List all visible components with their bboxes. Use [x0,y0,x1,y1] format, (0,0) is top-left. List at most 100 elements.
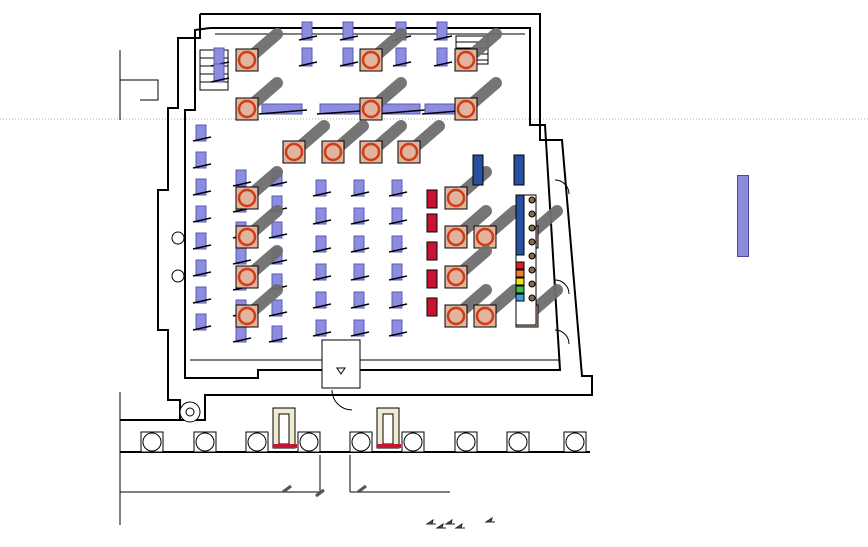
round-column-icon [403,432,423,452]
display-case-right [376,407,401,449]
rack-indicator [515,285,525,294]
desk-shadow [258,109,308,115]
red-cabinet [426,269,438,289]
round-column-icon [565,432,585,452]
rack-knob [528,266,536,274]
desk-shadow [268,181,288,187]
desk-shadow [350,191,370,197]
desk-shadow [268,233,288,239]
desk-icon [315,291,327,309]
desk-shadow [192,325,212,331]
round-column-icon [237,99,257,119]
desk-icon [315,207,327,225]
desk-shadow [192,163,212,169]
round-column-icon [361,99,381,119]
round-column-icon [446,188,466,208]
desk-icon [353,319,365,337]
desk-icon [195,205,207,223]
exit-arrows [282,484,495,529]
exit-arrow-icon [425,518,436,525]
desk-icon [391,291,403,309]
desk-shadow [350,303,370,309]
desk-shadow [312,219,332,225]
desk-icon [342,21,354,41]
rack-knob [528,196,536,204]
desk-shadow [298,35,318,41]
round-column-icon [299,432,319,452]
rack-knob [528,280,536,288]
round-column-icon [284,142,304,162]
exit-arrow-icon [357,484,367,494]
red-cabinet [426,297,438,317]
desk-shadow [392,61,412,67]
desk-shadow [339,61,359,67]
blue-cabinet [513,154,525,186]
desk-icon [195,124,207,142]
desk-shadow [312,191,332,197]
rack-indicator [515,277,525,286]
rack-indicator [515,269,525,278]
equipment-rack [515,194,537,326]
desk-icon [195,232,207,250]
round-column-icon [237,306,257,326]
desk-shadow [388,191,408,197]
desk-shadow [388,275,408,281]
round-column-icon [446,306,466,326]
rack-indicator [515,293,525,302]
desk-shadow [192,190,212,196]
red-cabinet [426,213,438,233]
desk-icon [391,319,403,337]
desk-icon [391,235,403,253]
desk-shadow [312,331,332,337]
desk-icon [353,235,365,253]
entry-vestibule [321,339,361,389]
desk-shadow [232,259,252,265]
round-column-icon [323,142,343,162]
desk-shadow [433,35,453,41]
rack-knob [528,210,536,218]
desk-shadow [350,331,370,337]
desk-icon [353,291,365,309]
desk-shadow [210,77,230,83]
desk-shadow [388,303,408,309]
round-column-icon [361,142,381,162]
rack-knob [528,224,536,232]
cabinet-group [426,154,525,317]
desk-shadow [350,275,370,281]
desk-icon [436,47,448,67]
desk-shadow [312,247,332,253]
blue-cabinet [472,154,484,186]
desk-icon [195,178,207,196]
desk-icon [395,47,407,67]
pillar-row [140,231,587,453]
round-column-icon [456,50,476,70]
desk-icon [261,103,303,115]
desk-shadow [192,244,212,250]
desk-shadow [192,298,212,304]
round-column-icon [171,231,185,245]
round-column-icon [475,306,495,326]
exit-arrow-icon [454,522,465,529]
desk-shadow [339,35,359,41]
desk-icon [195,286,207,304]
desk-icon [315,263,327,281]
desk-shadow [376,109,426,115]
round-column-icon [456,99,476,119]
desk-shadow [268,311,288,317]
desk-grid [192,21,471,343]
round-column-icon [399,142,419,162]
exit-arrow-icon [315,488,325,498]
desk-icon [391,207,403,225]
desk-icon [213,63,225,83]
rack-knob [528,252,536,260]
round-column-icon [237,188,257,208]
desk-icon [195,313,207,331]
desk-shadow [350,247,370,253]
desk-icon [315,319,327,337]
round-column-icon [446,267,466,287]
exit-arrow-icon [444,518,455,525]
desk-icon [301,47,313,67]
desk-icon [301,21,313,41]
desk-shadow [388,331,408,337]
